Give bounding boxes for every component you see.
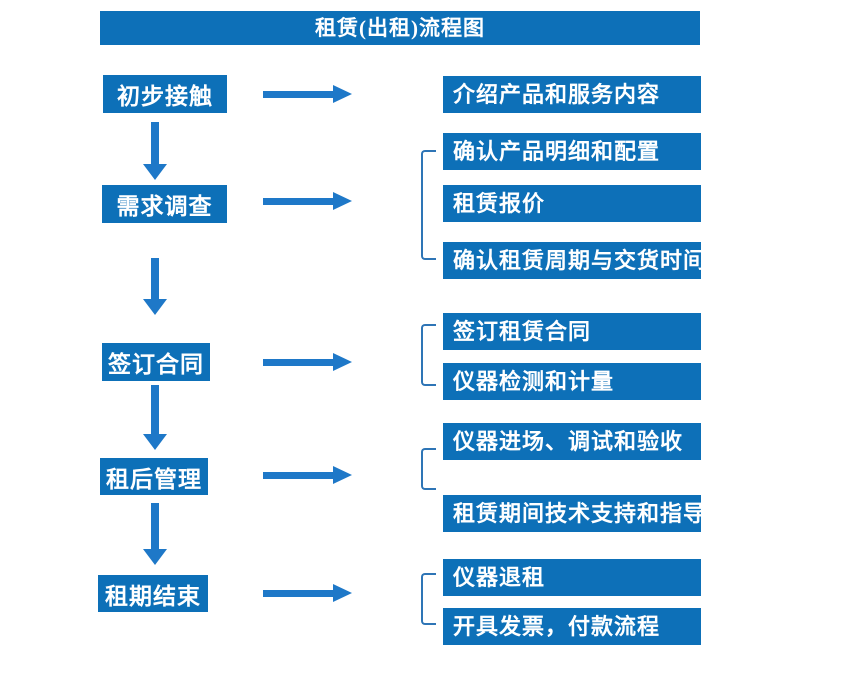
detail-box-invoice-payment: 开具发票，付款流程: [443, 608, 701, 645]
arrow-shaft: [151, 503, 159, 549]
group-bracket-5: [421, 573, 436, 625]
arrow-head: [333, 353, 352, 371]
detail-box-technical-support: 租赁期间技术支持和指导: [443, 495, 701, 532]
arrow-head: [333, 85, 352, 103]
arrow-shaft: [263, 589, 333, 597]
detail-box-confirm-rental-period: 确认租赁周期与交货时间: [443, 242, 701, 279]
arrow-shaft: [263, 197, 333, 205]
stage-box-post-rental-management: 租后管理: [100, 458, 208, 495]
arrow-shaft: [263, 471, 333, 479]
arrow-shaft: [151, 385, 159, 434]
right-arrow-2: [263, 192, 352, 210]
arrow-head: [143, 434, 167, 450]
diagram-title: 租赁(出租)流程图: [100, 11, 700, 45]
arrow-shaft: [263, 90, 333, 98]
arrow-head: [333, 466, 352, 484]
down-arrow-1: [143, 122, 167, 180]
arrow-head: [333, 192, 352, 210]
arrow-head: [143, 549, 167, 565]
group-bracket-2: [421, 150, 436, 260]
group-bracket-3: [421, 324, 436, 386]
right-arrow-1: [263, 85, 352, 103]
stage-box-rental-end: 租期结束: [98, 575, 208, 612]
arrow-shaft: [151, 258, 159, 299]
stage-box-demand-survey: 需求调查: [102, 185, 227, 223]
down-arrow-4: [143, 503, 167, 565]
right-arrow-3: [263, 353, 352, 371]
arrow-shaft: [151, 122, 159, 164]
arrow-shaft: [263, 358, 333, 366]
down-arrow-2: [143, 258, 167, 315]
detail-box-introduce-products: 介绍产品和服务内容: [443, 76, 701, 113]
detail-box-instrument-testing: 仪器检测和计量: [443, 363, 701, 400]
arrow-head: [333, 584, 352, 602]
detail-box-instrument-return: 仪器退租: [443, 559, 701, 596]
right-arrow-5: [263, 584, 352, 602]
detail-box-confirm-product-details: 确认产品明细和配置: [443, 133, 701, 170]
detail-box-sign-rental-contract: 签订租赁合同: [443, 313, 701, 350]
arrow-head: [143, 299, 167, 315]
detail-box-instrument-arrival: 仪器进场、调试和验收: [443, 423, 701, 460]
stage-box-initial-contact: 初步接触: [103, 75, 227, 113]
down-arrow-3: [143, 385, 167, 450]
detail-box-rental-quotation: 租赁报价: [443, 185, 701, 222]
right-arrow-4: [263, 466, 352, 484]
group-bracket-4: [421, 448, 436, 490]
stage-box-sign-contract: 签订合同: [102, 343, 210, 381]
arrow-head: [143, 164, 167, 180]
